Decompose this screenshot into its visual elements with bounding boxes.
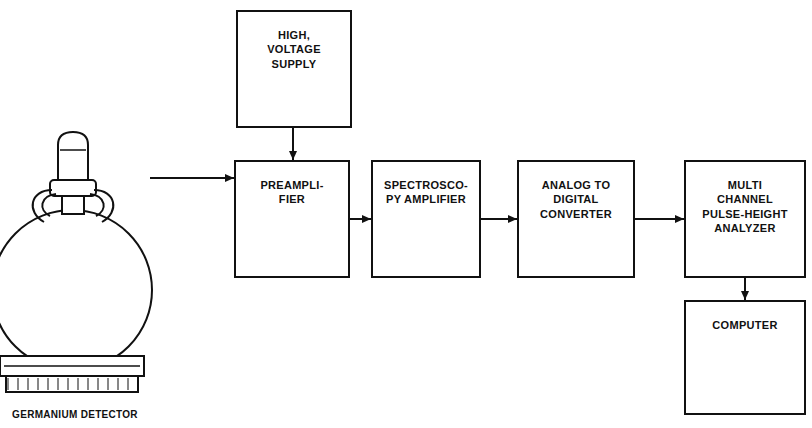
signal-arrow <box>350 218 371 220</box>
box-label: SPECTROSCO- PY AMPLIFIER <box>381 178 471 207</box>
box-label: COMPUTER <box>700 318 790 332</box>
box-label: PREAMPLI- FIER <box>256 178 328 207</box>
amplifier-box: SPECTROSCO- PY AMPLIFIER <box>371 160 481 278</box>
signal-arrow <box>481 218 517 220</box>
box-label: MULTI CHANNEL PULSE-HEIGHT ANALYZER <box>700 178 790 235</box>
box-label: GERMANIUM DETECTOR <box>0 408 150 421</box>
signal-arrow <box>150 177 234 179</box>
computer-box: COMPUTER <box>684 300 806 415</box>
converter-box: ANALOG TO DIGITAL CONVERTER <box>517 160 635 278</box>
analyzer-box: MULTI CHANNEL PULSE-HEIGHT ANALYZER <box>684 160 806 278</box>
signal-arrow <box>744 278 746 300</box>
signal-arrow <box>635 218 684 220</box>
detector-label: GERMANIUM DETECTOR <box>0 125 150 425</box>
box-label: HIGH, VOLTAGE SUPPLY <box>259 28 329 71</box>
box-label: ANALOG TO DIGITAL CONVERTER <box>536 178 616 221</box>
signal-arrow <box>292 128 294 160</box>
preamplifier-box: PREAMPLI- FIER <box>234 160 350 278</box>
supply-box: HIGH, VOLTAGE SUPPLY <box>236 10 352 128</box>
